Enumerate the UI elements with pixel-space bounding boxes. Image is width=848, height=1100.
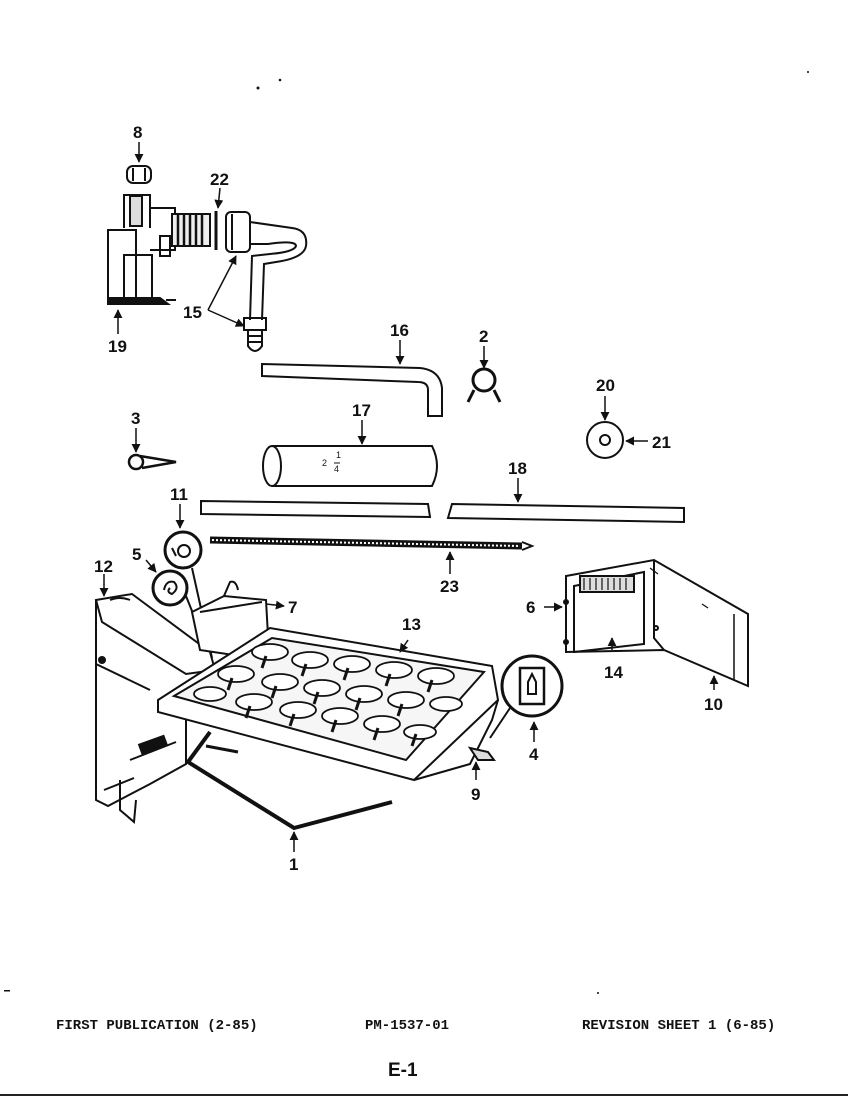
part-20-21-washer xyxy=(586,421,624,459)
part-18-rods xyxy=(200,499,685,524)
part-1-shutoff-arm xyxy=(185,730,393,852)
callout-12: 12 xyxy=(94,557,113,576)
callout-3: 3 xyxy=(131,409,140,428)
page-label: E-1 xyxy=(388,1060,418,1081)
callout-23: 23 xyxy=(440,577,459,596)
tube-marking: 2 xyxy=(322,458,327,468)
callout-11: 11 xyxy=(170,485,188,504)
part-19-water-valve xyxy=(107,194,211,305)
callout-20: 20 xyxy=(596,376,615,395)
part-23-heater-element xyxy=(209,536,535,551)
stray-marks xyxy=(4,71,809,994)
callout-6: 6 xyxy=(526,598,535,617)
callout-16: 16 xyxy=(390,321,409,340)
callout-13: 13 xyxy=(402,615,421,634)
callout-18: 18 xyxy=(508,459,527,478)
callout-5: 5 xyxy=(132,545,141,564)
callout-10: 10 xyxy=(704,695,723,714)
leader-lines xyxy=(99,142,648,597)
bottom-rule xyxy=(0,1094,848,1096)
part-10-front-cover xyxy=(544,558,749,690)
part-13-ice-mold xyxy=(157,626,500,782)
part-2-hose-clamp xyxy=(466,367,502,403)
callout-17: 17 xyxy=(352,401,371,420)
part-12-housing xyxy=(94,592,217,825)
part-17-sleeve xyxy=(262,445,438,487)
first-publication-note: FIRST PUBLICATION (2-85) xyxy=(56,1018,258,1034)
callout-21: 21 xyxy=(652,433,671,452)
part-15-fill-tube xyxy=(225,211,308,352)
tube-marking-fraction: 4 xyxy=(334,464,339,474)
callout-2: 2 xyxy=(479,327,488,346)
callout-8: 8 xyxy=(133,123,142,142)
part-3-clip xyxy=(127,453,177,471)
tube-marking-numerator: 1 xyxy=(336,450,341,460)
part-8-nut xyxy=(126,165,152,184)
callout-7: 7 xyxy=(288,598,297,617)
callout-19: 19 xyxy=(108,337,127,356)
part-number: PM-1537-01 xyxy=(365,1018,450,1034)
revision-note: REVISION SHEET 1 (6-85) xyxy=(582,1018,776,1034)
callout-labels: 8 22 15 19 16 2 20 21 3 17 18 11 23 5 12… xyxy=(94,123,723,874)
part-16-elbow-tube xyxy=(261,362,443,417)
part-9-bearing xyxy=(467,746,496,780)
callout-9: 9 xyxy=(471,785,480,804)
callout-1: 1 xyxy=(289,855,298,874)
callout-4: 4 xyxy=(529,745,539,764)
callout-15: 15 xyxy=(183,303,202,322)
callout-22: 22 xyxy=(210,170,229,189)
callout-14: 14 xyxy=(604,663,623,682)
part-4-detail xyxy=(489,654,564,742)
